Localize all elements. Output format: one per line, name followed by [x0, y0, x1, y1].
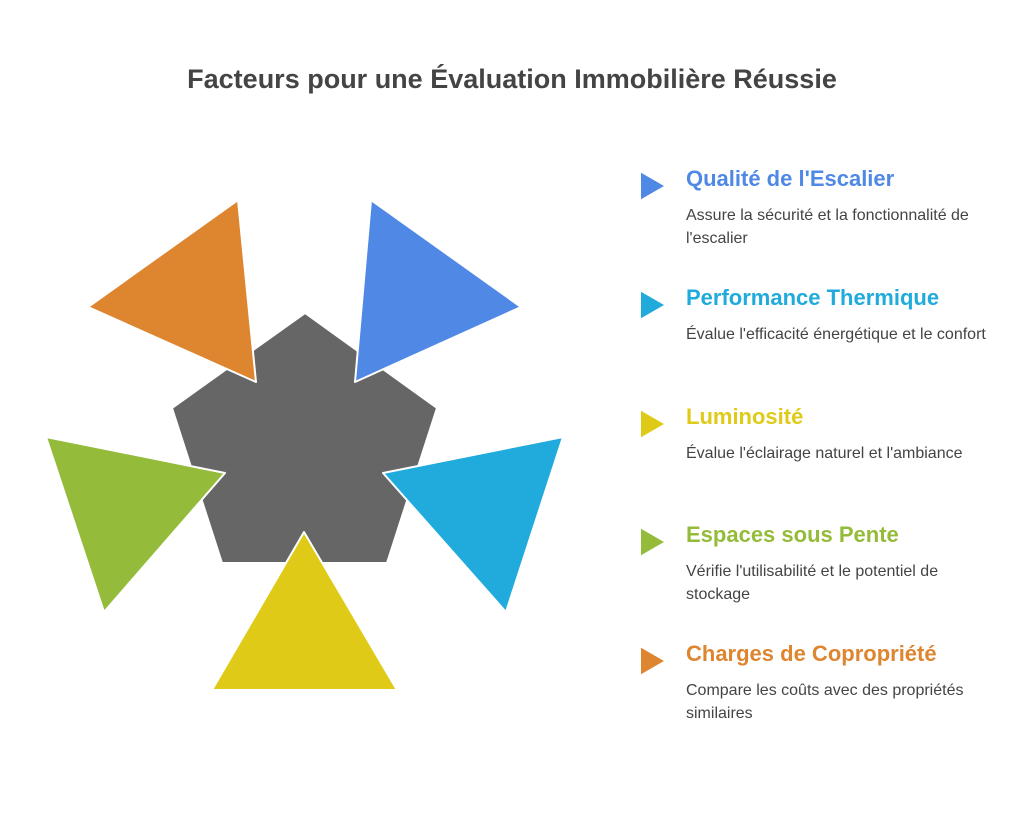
triangle-charges-copropriete — [87, 199, 257, 383]
triangle-right-icon — [639, 526, 667, 558]
triangle-right-icon — [639, 408, 667, 440]
item-description: Vérifie l'utilisabilité et le potentiel … — [686, 563, 939, 603]
item-description: Assure la sécurité et la fonctionnalité … — [686, 207, 969, 247]
triangle-performance-thermique — [382, 436, 564, 613]
triangle-right-icon — [639, 170, 667, 202]
item-title: Performance Thermique — [686, 285, 940, 310]
item-title: Espaces sous Pente — [686, 522, 899, 547]
item-description: Évalue l'éclairage naturel et l'ambiance — [686, 445, 963, 462]
triangle-luminosite — [211, 531, 398, 691]
item-description: Compare les coûts avec des propriétés si… — [686, 682, 964, 722]
item-title: Qualité de l'Escalier — [686, 166, 895, 191]
diagram-title: Facteurs pour une Évaluation Immobilière… — [187, 64, 837, 94]
item-title: Luminosité — [686, 404, 804, 429]
pentagon-diagram — [45, 199, 564, 691]
triangle-right-icon — [639, 289, 667, 321]
triangle-espaces-sous-pente — [45, 436, 226, 613]
item-title: Charges de Copropriété — [686, 641, 937, 666]
triangle-right-icon — [639, 645, 667, 677]
item-description: Évalue l'efficacité énergétique et le co… — [686, 326, 986, 343]
triangle-qualite-escalier — [354, 199, 522, 383]
